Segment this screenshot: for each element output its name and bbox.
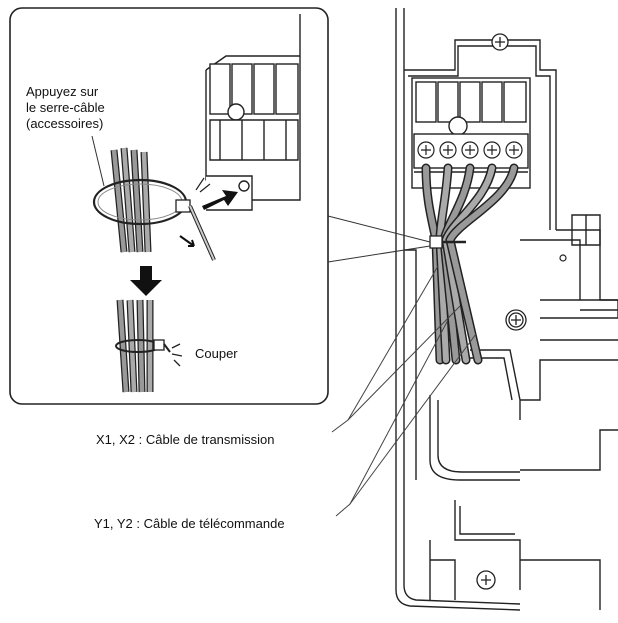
inset-cable-bundle (110, 147, 152, 253)
pull-arrow-icon (179, 235, 195, 247)
unit-housing (395, 8, 618, 611)
instruction-line: Appuyez sur (26, 84, 99, 99)
terminal-screws (417, 141, 523, 159)
instruction-line: (accessoires) (26, 116, 104, 131)
cable-tie (92, 177, 216, 261)
scissors-cut-icon (171, 343, 183, 367)
push-arrow-icon (202, 190, 238, 210)
instruction-line: le serre-câble (26, 100, 105, 115)
callout-leader-lines (331, 265, 477, 517)
transmission-cable-label: X1, X2 : Câble de transmission (96, 432, 275, 447)
remote-cable-label: Y1, Y2 : Câble de télécommande (94, 516, 285, 531)
cable-bundle (421, 163, 519, 365)
inset-leader (327, 215, 431, 263)
screw-icon (505, 309, 527, 331)
cut-label: Couper (195, 346, 238, 361)
label-leader (91, 135, 105, 187)
screw-icon (476, 570, 496, 590)
down-arrow-icon (130, 266, 162, 296)
inset-tied-bundle (115, 299, 171, 393)
mount-hole (559, 254, 567, 262)
inset-terminal-block (205, 14, 301, 211)
instruction-label: Appuyez sur le serre-câble (accessoires) (26, 84, 105, 132)
screw-icon (491, 33, 509, 51)
